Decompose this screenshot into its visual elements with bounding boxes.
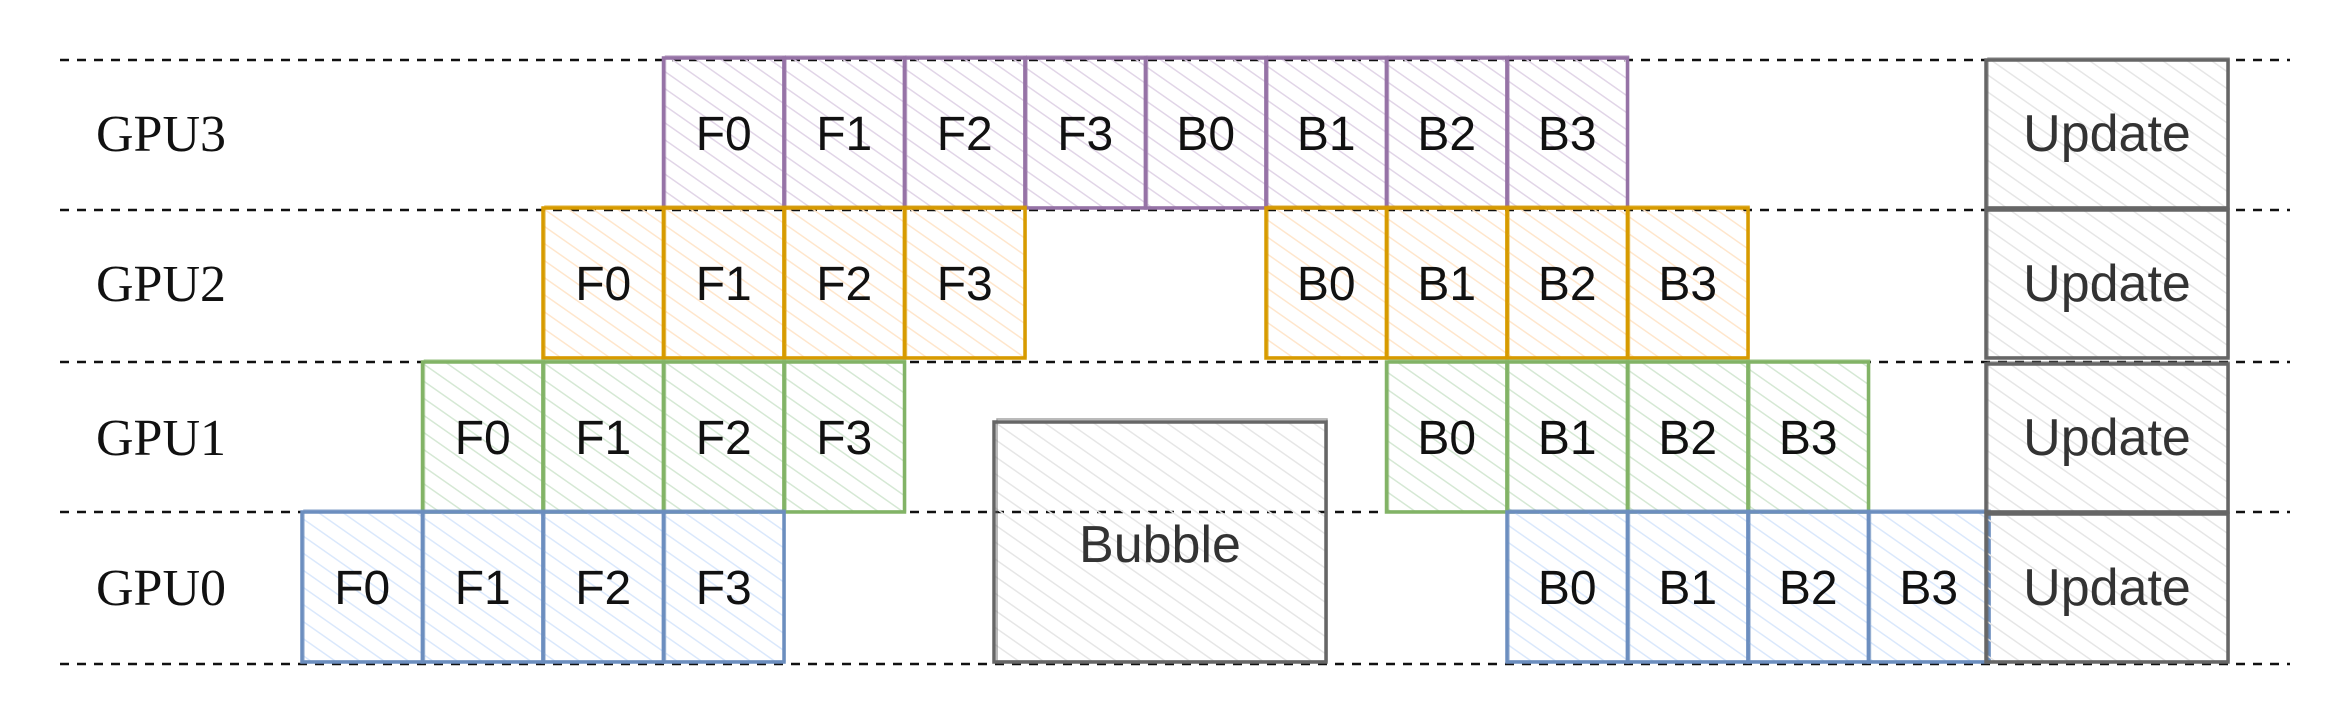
gpu2-backward-b1-label: B1	[1417, 258, 1476, 311]
gpu0-backward-b3-label: B3	[1899, 562, 1958, 615]
gpu1-forward-f1-label: F1	[575, 412, 631, 465]
gpu2-backward-b0: B0	[1264, 205, 1389, 360]
gpu0-update: Update	[1984, 511, 2230, 664]
gpu2-backward-b2: B2	[1505, 205, 1630, 360]
gpu1-forward-f3-label: F3	[816, 412, 872, 465]
gpu3-forward-f0-label: F0	[696, 108, 752, 161]
gpu1-backward-b2: B2	[1625, 359, 1750, 514]
bubble-label: Bubble	[1079, 516, 1241, 574]
bubble-region: Bubble	[992, 418, 1328, 664]
gpu2-forward-f2: F2	[782, 205, 907, 360]
gpu1-backward-b0: B0	[1384, 359, 1509, 514]
gpu3-backward-b0-label: B0	[1176, 108, 1235, 161]
lane-label-gpu2: GPU2	[96, 256, 226, 313]
gpu0-forward-f1: F1	[420, 509, 545, 664]
gpu1-forward-f0: F0	[420, 359, 545, 514]
gpu3-forward-f1: F1	[782, 55, 907, 210]
gpu2-backward-b3: B3	[1625, 205, 1750, 360]
gpu0-forward-f3: F3	[661, 509, 786, 664]
gpu1-forward-f2-label: F2	[696, 412, 752, 465]
gpu3-forward-f0: F0	[661, 55, 786, 210]
gpu0-forward-f0: F0	[300, 509, 425, 664]
gpu1-backward-b3: B3	[1746, 359, 1871, 514]
gpu3-backward-b1-label: B1	[1297, 108, 1356, 161]
gpu3-backward-b1: B1	[1264, 55, 1389, 210]
gpu3-update-label: Update	[2023, 105, 2191, 163]
gpu3-forward-f2-label: F2	[937, 108, 993, 161]
gpu1-forward-f1: F1	[541, 359, 666, 514]
gpu1-update: Update	[1984, 361, 2230, 514]
gpu3-forward-f3-label: F3	[1057, 108, 1113, 161]
gpu0-forward-f2: F2	[541, 509, 666, 664]
gpu0-update-label: Update	[2023, 559, 2191, 617]
gpu0-forward-f0-label: F0	[334, 562, 390, 615]
gpu2-forward-f3: F3	[902, 205, 1027, 360]
gpu2-update: Update	[1984, 207, 2230, 360]
gpu3-backward-b2-label: B2	[1417, 108, 1476, 161]
gpu2-backward-b0-label: B0	[1297, 258, 1356, 311]
gpu3-backward-b0: B0	[1143, 55, 1268, 210]
gpu1-forward-f0-label: F0	[455, 412, 511, 465]
gpu0-backward-b3: B3	[1866, 509, 1991, 664]
gpu1-forward-f3: F3	[782, 359, 907, 514]
gpu2-backward-b3-label: B3	[1658, 258, 1717, 311]
gpu0-backward-b2: B2	[1746, 509, 1871, 664]
gpu2-forward-f1: F1	[661, 205, 786, 360]
gpu0-backward-b1-label: B1	[1658, 562, 1717, 615]
gpu0-backward-b0-label: B0	[1538, 562, 1597, 615]
gpu1-backward-b2-label: B2	[1658, 412, 1717, 465]
gpu3-forward-f3: F3	[1023, 55, 1148, 210]
gpu1-backward-b3-label: B3	[1779, 412, 1838, 465]
gpu1-backward-b1-label: B1	[1538, 412, 1597, 465]
gpu3-forward-f2: F2	[902, 55, 1027, 210]
gpu3-backward-b3-label: B3	[1538, 108, 1597, 161]
gpu2-forward-f0: F0	[541, 205, 666, 360]
lane-label-gpu1: GPU1	[96, 410, 226, 467]
gpu2-backward-b2-label: B2	[1538, 258, 1597, 311]
gpu3-update: Update	[1984, 57, 2230, 210]
gpu3-forward-f1-label: F1	[816, 108, 872, 161]
gpu0-forward-f3-label: F3	[696, 562, 752, 615]
gpu2-forward-f0-label: F0	[575, 258, 631, 311]
gpu0-backward-b0: B0	[1505, 509, 1630, 664]
lane-label-gpu3: GPU3	[96, 106, 226, 163]
gpu2-forward-f1-label: F1	[696, 258, 752, 311]
lane-label-gpu0: GPU0	[96, 560, 226, 617]
gpu2-forward-f3-label: F3	[937, 258, 993, 311]
bubble-box	[992, 420, 1328, 664]
gpu2-forward-f2-label: F2	[816, 258, 872, 311]
gpu2-update-label: Update	[2023, 255, 2191, 313]
gpu3-backward-b3: B3	[1505, 55, 1630, 210]
gpu3-backward-b2: B2	[1384, 55, 1509, 210]
gpu1-backward-b1: B1	[1505, 359, 1630, 514]
gpu0-forward-f2-label: F2	[575, 562, 631, 615]
gpu0-backward-b2-label: B2	[1779, 562, 1838, 615]
gpu0-backward-b1: B1	[1625, 509, 1750, 664]
gpu1-backward-b0-label: B0	[1417, 412, 1476, 465]
gpu0-forward-f1-label: F1	[455, 562, 511, 615]
gpu2-backward-b1: B1	[1384, 205, 1509, 360]
gpu1-update-label: Update	[2023, 409, 2191, 467]
gpu1-forward-f2: F2	[661, 359, 786, 514]
